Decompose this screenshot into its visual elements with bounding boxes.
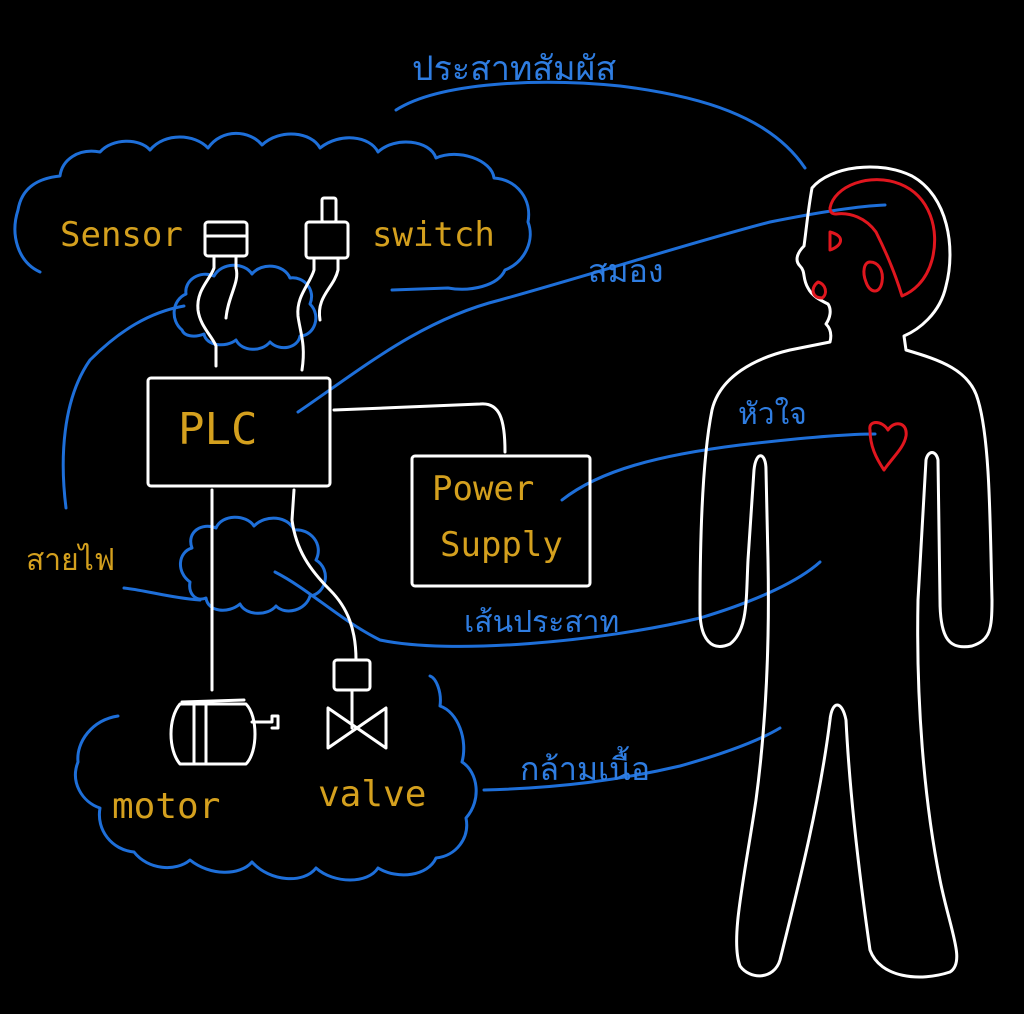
- heart-connector: [560, 432, 877, 502]
- wire-label: สายไฟ: [26, 542, 115, 578]
- power-wire: [332, 402, 507, 454]
- motor-label: motor: [112, 786, 220, 827]
- brain-icon: [828, 178, 937, 298]
- mouth-icon: [811, 280, 827, 300]
- power-label: Power: [432, 469, 534, 509]
- sensory-nerve-line: [394, 80, 807, 170]
- sensor-icon: [196, 220, 249, 368]
- nerve-label: เส้นประสาท: [464, 605, 619, 640]
- ear-icon: [862, 260, 884, 293]
- supply-label: Supply: [440, 525, 563, 565]
- nerve-connector: [273, 560, 822, 648]
- sensory-nerve-label: ประสาทสัมผัส: [412, 49, 616, 89]
- plc-label: PLC: [178, 404, 257, 455]
- sensor-label: Sensor: [60, 215, 183, 255]
- brain-label: สมอง: [588, 252, 663, 290]
- wire-label-connector: [122, 586, 202, 602]
- muscle-label: กล้ามเนื้อ: [520, 746, 650, 788]
- sensor-group-cloud: [13, 131, 532, 292]
- valve-wire: [290, 488, 358, 662]
- power-supply-box: [410, 454, 592, 588]
- actuator-group-cloud: [74, 674, 478, 882]
- plc-box: [146, 376, 332, 488]
- switch-icon: [296, 196, 350, 372]
- brain-connector: [296, 203, 887, 414]
- human-figure: [698, 165, 994, 979]
- wire-cloud-top: [172, 263, 318, 351]
- switch-label: switch: [372, 215, 495, 255]
- eye-icon: [828, 230, 842, 252]
- valve-icon: [326, 658, 388, 750]
- motor-icon: [169, 698, 280, 766]
- wire-cloud-bottom: [179, 515, 327, 615]
- muscle-connector: [482, 726, 782, 792]
- heart-label: หัวใจ: [738, 397, 807, 432]
- valve-label: valve: [318, 774, 426, 815]
- heart-icon: [868, 421, 908, 472]
- wire-connector: [61, 304, 186, 510]
